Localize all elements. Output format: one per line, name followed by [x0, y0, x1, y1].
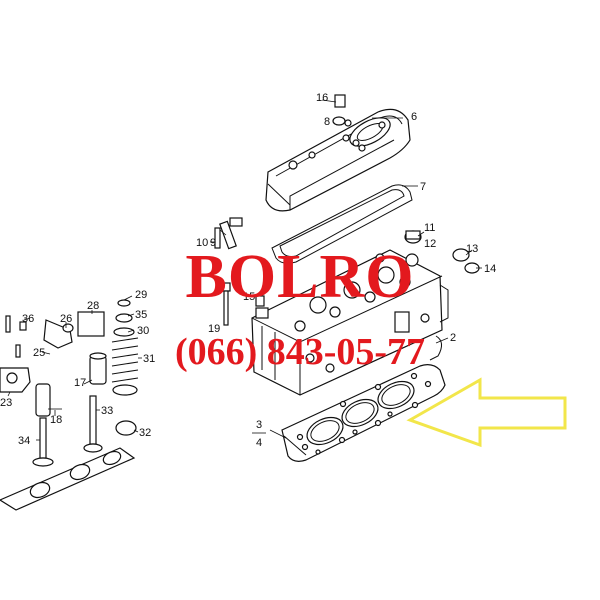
valve-part: [255, 295, 265, 307]
callout-17: 17: [74, 377, 86, 389]
callout-18: 18: [50, 414, 62, 426]
watermark-phone: (066) 843-05-77: [174, 331, 426, 373]
core-plugs: [452, 248, 480, 274]
cylinder-head: [251, 249, 449, 396]
leader-lines: [7, 99, 482, 441]
callout-26: 26: [60, 313, 72, 325]
callout-12: 12: [424, 238, 436, 250]
callout-31: 31: [143, 353, 155, 365]
pointer-arrow: [406, 377, 567, 448]
valve-spring-small: [77, 311, 105, 337]
callout-3: 3: [256, 419, 262, 431]
callout-11: 11: [424, 222, 435, 234]
camshaft: [0, 447, 136, 511]
pushrods: [32, 383, 137, 467]
injector: [214, 217, 243, 250]
callout-29: 29: [135, 289, 147, 301]
callout-35: 35: [135, 309, 147, 321]
callout-36: 36: [22, 313, 34, 325]
callout-16: 16: [316, 92, 328, 104]
callout-28: 28: [87, 300, 99, 312]
callout-19: 19: [208, 323, 220, 335]
callout-33: 33: [101, 405, 113, 417]
cover-nut: [332, 94, 346, 126]
callout-25: 25: [33, 347, 45, 359]
callout-9: 9: [210, 237, 216, 249]
callout-labels: 16 8 6 7 11 12 10 9 13 14 15 19 2 3 4 36…: [0, 92, 496, 449]
callout-32: 32: [139, 427, 151, 439]
callout-13: 13: [466, 243, 478, 255]
callout-23: 23: [0, 397, 12, 409]
callout-30: 30: [137, 325, 149, 337]
pipe: [429, 335, 442, 361]
rocker-assembly: [0, 315, 74, 393]
callout-4: 4: [256, 437, 262, 449]
callout-15: 15: [243, 291, 255, 303]
plug: [404, 230, 422, 244]
callout-10: 10: [196, 237, 208, 249]
callout-8: 8: [324, 116, 330, 128]
cover-gasket: [271, 184, 413, 264]
watermark-brand: BOLRO: [185, 243, 415, 311]
valve-cover: [265, 108, 411, 212]
callout-34: 34: [18, 435, 30, 447]
callout-14: 14: [484, 263, 496, 275]
callout-2: 2: [450, 332, 456, 344]
tappet: [89, 352, 107, 385]
head-gasket: [281, 364, 446, 462]
valve-spring: [111, 299, 139, 396]
callout-7: 7: [420, 181, 426, 193]
callout-6: 6: [411, 111, 417, 123]
head-bolt: [221, 282, 231, 326]
